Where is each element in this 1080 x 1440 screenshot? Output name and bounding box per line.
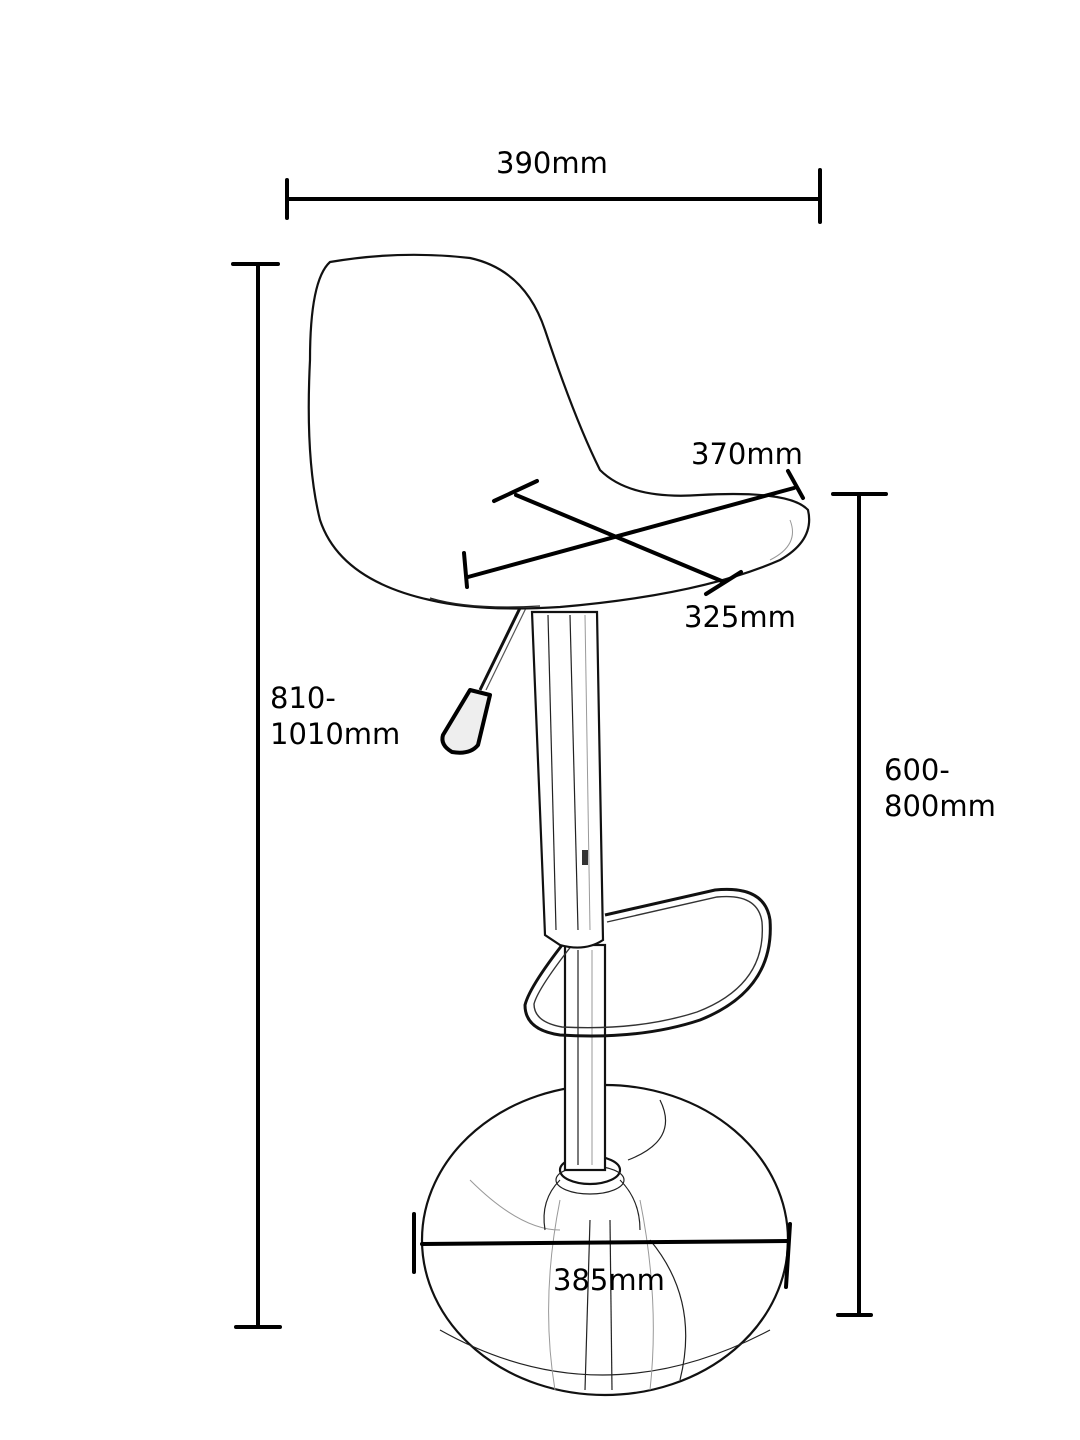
seat-depth-dimension-line xyxy=(492,479,743,596)
overall-height-dimension-line xyxy=(231,262,282,1329)
seat-width-dimension-line xyxy=(462,469,805,589)
overall-height-label-line2: 1010mm xyxy=(270,717,401,751)
overall-height-label: 810- 1010mm xyxy=(270,680,400,752)
base-diameter-dimension-line xyxy=(412,1212,792,1289)
seat-depth-label: 325mm xyxy=(684,600,796,634)
overall-width-label: 390mm xyxy=(496,146,608,180)
bar-stool-drawing xyxy=(307,253,811,1397)
seat-height-label-line1: 600- xyxy=(884,753,950,787)
upper-column xyxy=(530,610,605,949)
seat-shell xyxy=(307,253,811,610)
width-dimension-line xyxy=(285,168,822,224)
seat-height-label: 600- 800mm xyxy=(884,752,996,824)
seat-height-label-line2: 800mm xyxy=(884,789,996,823)
dimension-lines xyxy=(231,168,888,1329)
seat-width-label: 370mm xyxy=(691,437,803,471)
footrest-ring xyxy=(523,887,772,1038)
seat-height-dimension-line xyxy=(831,492,888,1317)
height-adjust-lever xyxy=(440,607,527,755)
base-diameter-label: 385mm xyxy=(553,1263,665,1297)
overall-height-label-line1: 810- xyxy=(270,681,336,715)
lower-column xyxy=(563,943,607,1172)
